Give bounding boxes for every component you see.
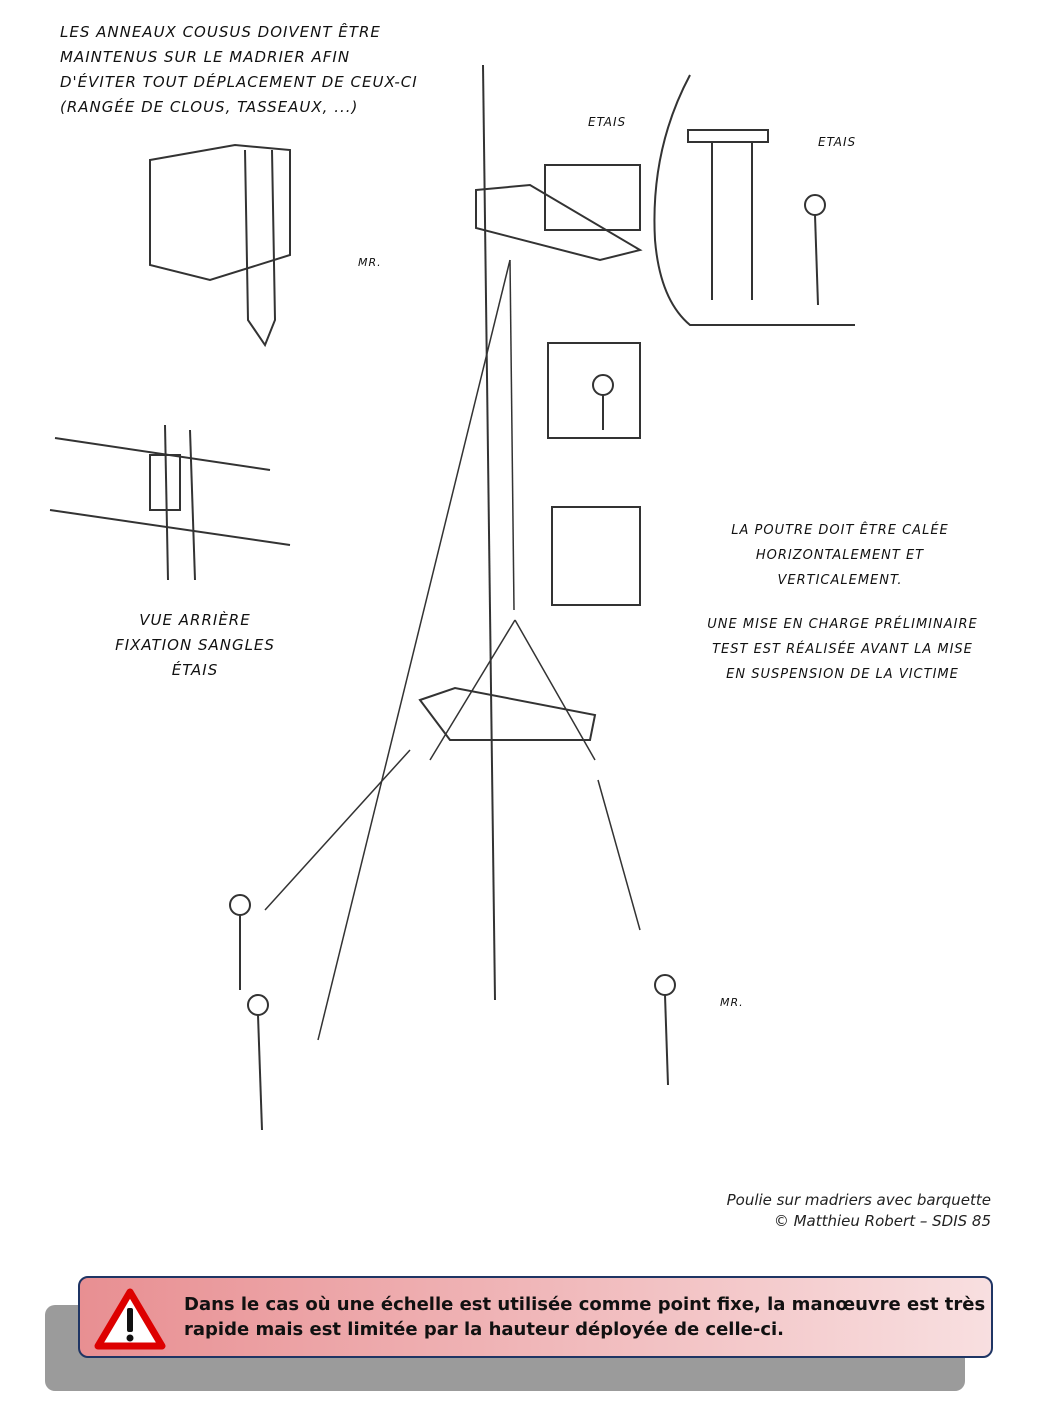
interior-view — [653, 74, 855, 326]
note-beam: La poutre doit être calée horizontalemen… — [700, 518, 980, 593]
rope — [509, 259, 515, 611]
warning-box: Dans le cas où une échelle est utilisée … — [78, 1276, 993, 1358]
label-etais: Etais — [818, 135, 857, 149]
warning-triangle-icon — [94, 1288, 166, 1350]
note-line: Fixation sangles étais — [115, 636, 275, 679]
caption-title: Poulie sur madriers avec barquette — [726, 1191, 991, 1209]
beam — [475, 183, 643, 262]
figure-caption: Poulie sur madriers avec barquette © Mat… — [727, 1190, 991, 1232]
note-line: Vue arrière — [139, 611, 251, 629]
warning-line: Dans le cas où une échelle est utilisée … — [184, 1294, 986, 1315]
note-line: test est réalisée avant la mise — [712, 642, 973, 657]
note-line: Les anneaux cousus doivent être — [60, 23, 381, 41]
caption-credit: © Matthieu Robert – SDIS 85 — [773, 1212, 991, 1230]
window — [547, 342, 641, 439]
beam-detail — [149, 143, 291, 282]
rope — [317, 259, 511, 1041]
note-line: (rangée de clous, tasseaux, ...) — [60, 98, 359, 116]
note-rear-view: Vue arrière Fixation sangles étais — [90, 608, 300, 683]
stretcher — [418, 686, 597, 741]
window — [544, 164, 641, 231]
note-rings: Les anneaux cousus doivent être maintenu… — [60, 20, 418, 120]
rescuer-figure — [229, 894, 251, 990]
note-line: La poutre doit être calée — [731, 523, 949, 538]
rescuer-figure — [654, 974, 676, 1086]
warning-text: Dans le cas où une échelle est utilisée … — [184, 1292, 985, 1342]
note-line: en suspension de la victime — [726, 667, 959, 682]
rescuer-figure — [804, 194, 826, 306]
building-edge — [482, 64, 496, 1001]
signature: MR. — [720, 996, 744, 1009]
note-line: maintenus sur le madrier afin — [60, 48, 351, 66]
rescuer-figure — [592, 374, 614, 430]
rescuer-figure — [247, 994, 269, 1131]
label-etais: Etais — [588, 115, 627, 129]
signature: MR. — [358, 256, 382, 269]
window — [551, 506, 641, 606]
note-line: Une mise en charge préliminaire — [707, 617, 978, 632]
note-line: d'éviter tout déplacement de ceux-ci — [60, 73, 418, 91]
note-test: Une mise en charge préliminaire test est… — [700, 612, 985, 687]
note-line: horizontalement et verticalement. — [755, 548, 925, 588]
rescue-illustration — [49, 64, 855, 1131]
warning-line: rapide mais est limitée par la hauteur d… — [184, 1319, 785, 1340]
